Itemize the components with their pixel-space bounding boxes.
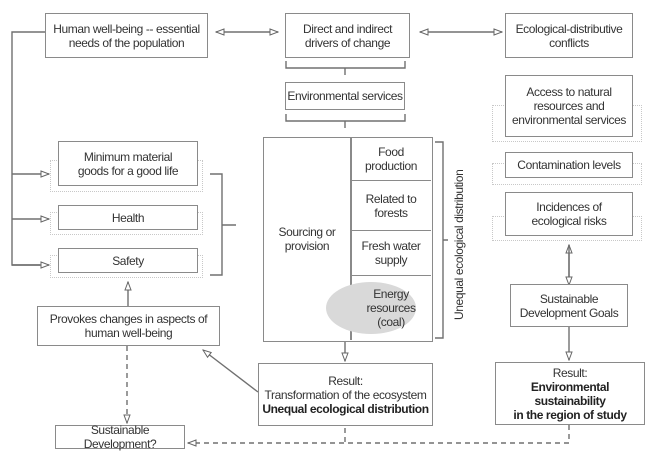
bracket-needs [210, 173, 236, 276]
drivers-label: Direct and indirect drivers of change [302, 21, 393, 50]
min-goods-label: Minimum material goods for a good life [77, 149, 179, 178]
conflicts-box: Ecological-distributive conflicts [505, 13, 633, 58]
service-label: Related to forests [365, 191, 417, 220]
sustainable-development-label: Sustainable Development? [83, 423, 157, 451]
service-label: Fresh water supply [361, 239, 421, 267]
service-label: Food production [364, 145, 418, 173]
left-spine-line [11, 31, 45, 266]
sustainable-development-box: Sustainable Development? [55, 423, 185, 451]
drivers-box: Direct and indirect drivers of change [285, 13, 410, 58]
service-label: Energy resources (coal) [366, 287, 416, 329]
safety-box: Safety [58, 248, 198, 273]
sourcing-label: Sourcing or provision [278, 225, 336, 253]
sdg-box: Sustainable Development Goals [510, 284, 628, 327]
service-item-water: Fresh water supply [351, 231, 431, 276]
min-goods-box: Minimum material goods for a good life [58, 141, 198, 186]
highlight-ellipse [326, 282, 416, 334]
service-item-energy: Energy resources (coal) [351, 276, 431, 340]
result-right-line2: Environmental sustainability [530, 379, 610, 408]
sourcing-box: Sourcing or provision Food production Re… [263, 137, 433, 342]
dashed-result-right-sd [188, 425, 570, 443]
health-box: Health [58, 205, 198, 230]
arrow-result-provokes [203, 350, 259, 393]
human-wellbeing-box: Human well-being -- essential needs of t… [45, 13, 208, 58]
result-right-line3: in the region of study [513, 407, 627, 422]
service-item-food: Food production [351, 138, 431, 181]
env-services-label: Environmental services [287, 89, 403, 103]
contamination-box: Contamination levels [505, 152, 633, 178]
result-center-line3: Unequal ecological distribution [262, 401, 429, 416]
sourcing-label-cell: Sourcing or provision [264, 138, 350, 340]
incidences-label: Incidences of ecological risks [531, 200, 607, 228]
provokes-label: Provokes changes in aspects of human wel… [49, 312, 208, 340]
env-services-box: Environmental services [285, 82, 405, 110]
result-center-box: Result: Transformation of the ecosystem … [258, 363, 433, 426]
bracket-unequal [435, 141, 448, 339]
unequal-distribution-label: Unequal ecological distribution [452, 169, 466, 320]
safety-label: Safety [112, 253, 144, 268]
health-label: Health [111, 210, 145, 225]
service-item-forests: Related to forests [351, 181, 431, 231]
provokes-box: Provokes changes in aspects of human wel… [37, 306, 220, 346]
result-center-line1: Result: [328, 373, 363, 388]
access-box: Access to natural resources and environm… [505, 75, 633, 137]
sdg-label: Sustainable Development Goals [519, 291, 619, 320]
bracket-env-services [285, 114, 406, 128]
contamination-label: Contamination levels [517, 158, 621, 172]
divider [350, 138, 352, 340]
result-center-line2: Transformation of the ecosystem [264, 387, 427, 402]
human-wellbeing-label: Human well-being -- essential needs of t… [53, 21, 200, 50]
incidences-box: Incidences of ecological risks [505, 192, 633, 236]
result-right-box: Result: Environmental sustainability in … [495, 362, 645, 425]
conflicts-label: Ecological-distributive conflicts [515, 21, 623, 50]
result-right-line1: Result: [552, 365, 588, 380]
access-label: Access to natural resources and environm… [512, 85, 626, 127]
bracket-drivers [285, 61, 406, 75]
